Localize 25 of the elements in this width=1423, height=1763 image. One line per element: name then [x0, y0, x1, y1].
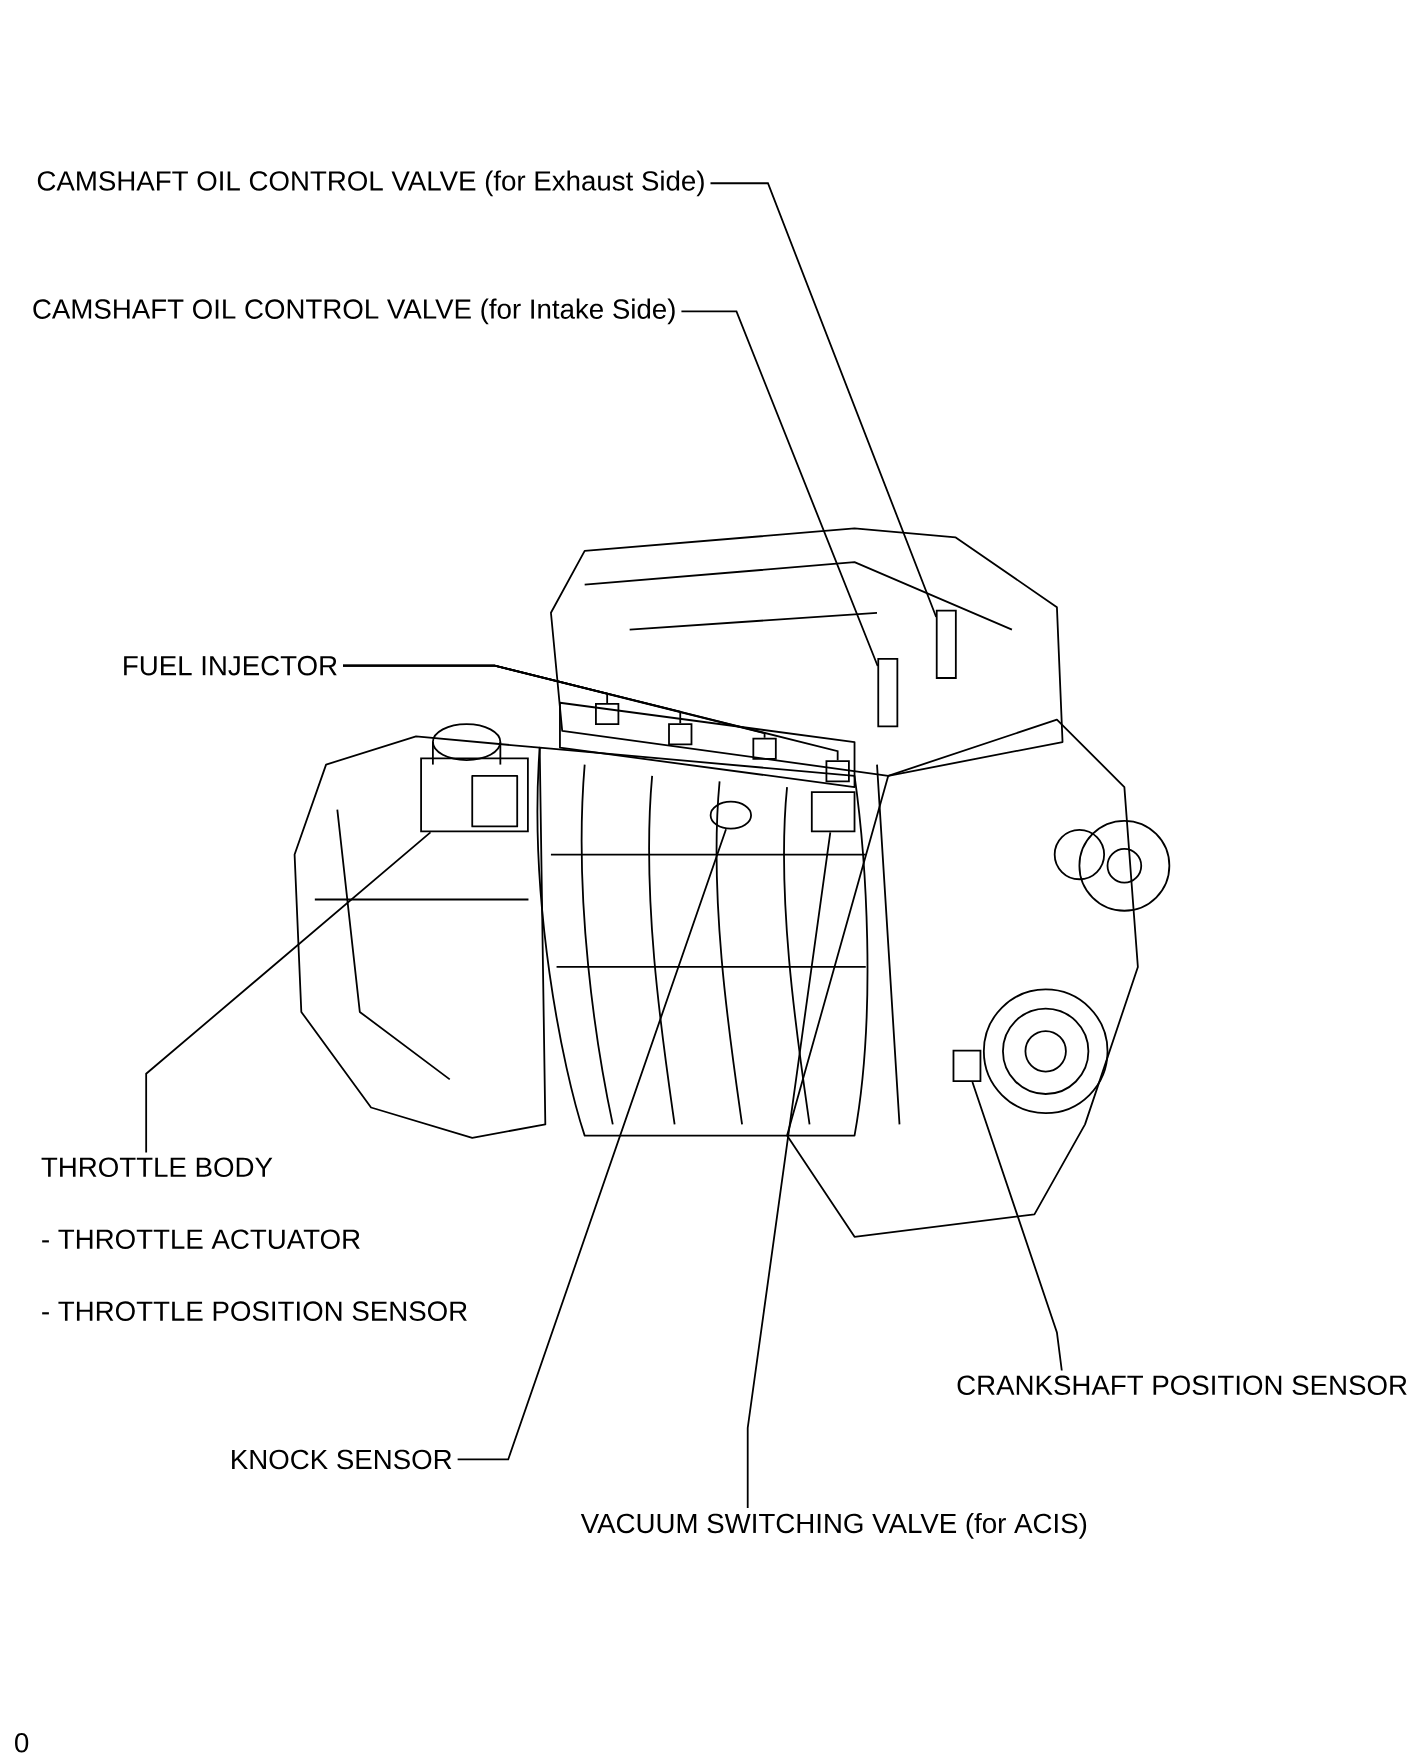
- leader-line: [709, 182, 937, 618]
- figure-number: 0: [14, 1733, 28, 1753]
- part-label: THROTTLE BODY - THROTTLE ACTUATOR - THROTTLE POSITION SENSOR: [41, 1157, 467, 1321]
- part-label: CRANKSHAFT POSITION SENSOR: [957, 1375, 1407, 1396]
- part-label: FUEL INJECTOR: [123, 655, 337, 676]
- fuel-injector: [752, 737, 777, 760]
- fuel-injector: [667, 723, 693, 746]
- part-label: VACUUM SWITCHING VALVE (for ACIS): [580, 1512, 1086, 1539]
- leader-line: [680, 310, 879, 667]
- oil-control-valve: [877, 658, 899, 728]
- part-label: CAMSHAFT OIL CONTROL VALVE (for Exhaust Side): [37, 170, 704, 197]
- leader-line: [341, 664, 839, 762]
- crankshaft-sensor: [952, 1049, 982, 1082]
- knock-sensor: [709, 800, 752, 830]
- switching-valve: [810, 791, 856, 833]
- leader-line: [145, 831, 432, 1154]
- leader-line: [456, 828, 727, 1461]
- leader-line: [746, 831, 831, 1509]
- throttle-body: [419, 757, 529, 833]
- leader-line: [971, 1081, 1063, 1372]
- part-label: CAMSHAFT OIL CONTROL VALVE (for Intake Side): [33, 298, 675, 325]
- oil-control-valve: [935, 609, 957, 679]
- part-label: KNOCK SENSOR: [231, 1449, 452, 1470]
- fuel-injector: [594, 702, 620, 725]
- fuel-injector: [825, 760, 850, 783]
